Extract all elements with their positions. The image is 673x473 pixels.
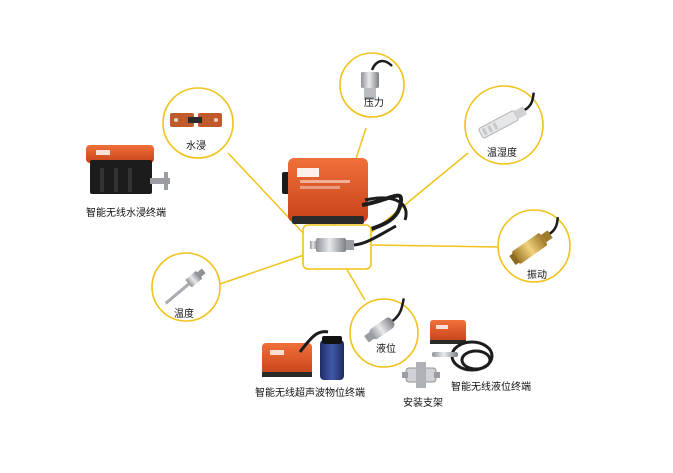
label-temp-humidity: 温湿度 <box>487 148 517 159</box>
temp-humidity-sensor-node <box>464 85 544 165</box>
connector-vibration <box>371 244 499 248</box>
central-wireless-terminal <box>282 158 408 234</box>
hub-sensor-probe <box>310 224 397 252</box>
label-water-immersion-terminal: 智能无线水浸终端 <box>86 208 166 219</box>
water-immersion-sensor-node <box>162 87 234 159</box>
label-pressure: 压力 <box>364 98 384 109</box>
label-vibration: 振动 <box>527 270 547 281</box>
pressure-sensor-node <box>339 52 405 118</box>
water-immersion-terminal-device <box>86 145 170 194</box>
liquid-level-terminal-device <box>430 320 494 372</box>
vibration-sensor-node <box>497 209 571 283</box>
label-water-immersion: 水浸 <box>186 141 206 152</box>
mounting-bracket-device <box>402 362 440 388</box>
temperature-sensor-node <box>151 252 221 322</box>
label-liquid-level: 液位 <box>376 344 396 355</box>
label-mounting-bracket: 安装支架 <box>403 398 443 409</box>
label-ultrasonic-level-terminal: 智能无线超声波物位终端 <box>255 388 365 399</box>
hub-orange-case <box>288 158 368 222</box>
liquid-level-sensor-node <box>349 298 419 368</box>
connector-liquid-level <box>345 267 366 301</box>
label-temperature: 温度 <box>174 309 194 320</box>
label-liquid-level-terminal: 智能无线液位终端 <box>451 382 531 393</box>
connector-temperature <box>219 254 305 285</box>
ultrasonic-level-terminal-device <box>262 330 344 380</box>
connector-temp-humidity <box>371 152 469 233</box>
